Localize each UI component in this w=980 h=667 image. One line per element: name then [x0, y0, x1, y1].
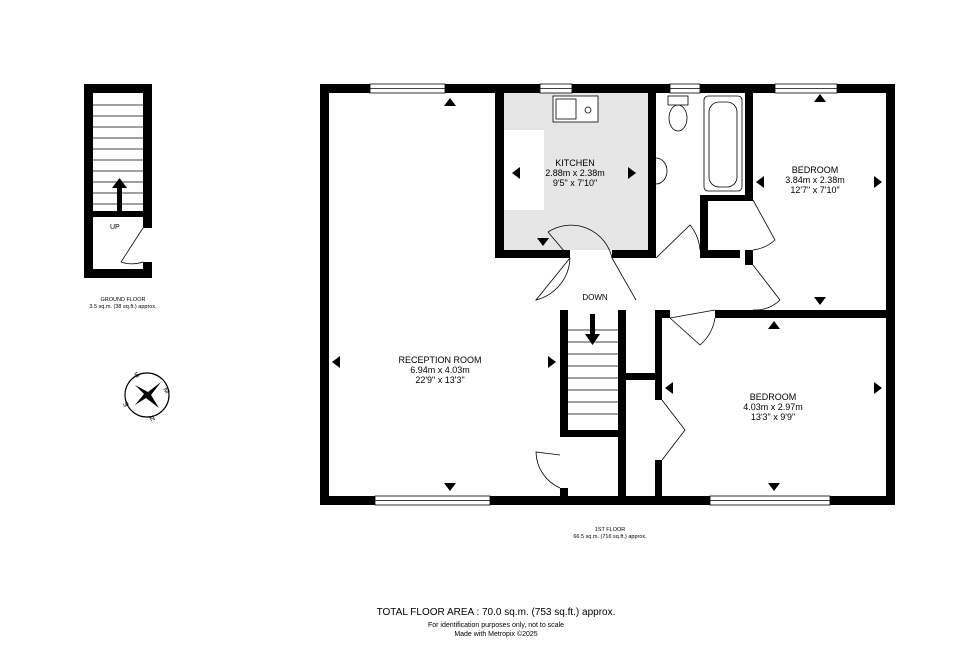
- ground-floor-area: 3.5 sq.m. (38 sq.ft.) approx.: [89, 304, 157, 310]
- first-floor-label: 1ST FLOOR: [594, 527, 626, 533]
- room-label-kitchen: KITCHEN 2.88m x 2.38m 9'5" x 7'10": [520, 158, 630, 188]
- compass-letter: S: [134, 371, 142, 380]
- room-label-bedroom-2: BEDROOM 4.03m x 2.97m 13'3" x 9'9": [718, 392, 828, 422]
- room-label-bedroom-1: BEDROOM 3.84m x 2.38m 12'7" x 7'10": [760, 165, 870, 195]
- disclaimer: For identification purposes only, not to…: [427, 622, 565, 629]
- room-metric: 6.94m x 4.03m: [410, 365, 470, 375]
- stair-up-label: UP: [110, 224, 120, 231]
- room-label-reception: RECEPTION ROOM 6.94m x 4.03m 22'9" x 13'…: [380, 355, 500, 385]
- ground-floor-label: GROUND FLOOR: [100, 297, 146, 303]
- first-floor-area: 66.5 sq.m. (716 sq.ft.) approx.: [573, 534, 647, 540]
- first-floor-caption: 1ST FLOOR 66.5 sq.m. (716 sq.ft.) approx…: [550, 527, 670, 541]
- compass-letter: E: [122, 400, 131, 408]
- room-imperial: 9'5" x 7'10": [552, 178, 598, 188]
- room-name: BEDROOM: [749, 392, 797, 402]
- stair-down-arrow-icon: [590, 314, 595, 336]
- room-metric: 4.03m x 2.97m: [743, 402, 803, 412]
- room-imperial: 12'7" x 7'10": [790, 185, 840, 195]
- room-name: BEDROOM: [791, 165, 839, 175]
- compass-letter: M: [161, 387, 170, 396]
- compass-rose-icon: S M N E: [122, 371, 170, 422]
- first-floor-plan: [320, 83, 895, 506]
- room-name: RECEPTION ROOM: [398, 355, 482, 365]
- room-imperial: 22'9" x 13'3": [415, 375, 465, 385]
- door-swings: [534, 199, 781, 489]
- room-imperial: 13'3" x 9'9": [750, 412, 796, 422]
- room-metric: 3.84m x 2.38m: [785, 175, 845, 185]
- dimension-arrows: [332, 94, 882, 491]
- ground-floor-caption: GROUND FLOOR 3.5 sq.m. (38 sq.ft.) appro…: [68, 297, 178, 311]
- stair-arrow-icon: [117, 186, 122, 211]
- credit: Made with Metropix ©2025: [454, 631, 538, 638]
- landing-down-label: DOWN: [582, 293, 608, 302]
- room-metric: 2.88m x 2.38m: [545, 168, 605, 178]
- ground-floor-plan: [84, 84, 152, 278]
- compass-letter: N: [148, 413, 156, 422]
- fixtures: [552, 95, 743, 192]
- total-floor-area: TOTAL FLOOR AREA : 70.0 sq.m. (753 sq.ft…: [376, 607, 616, 618]
- room-name: KITCHEN: [555, 158, 595, 168]
